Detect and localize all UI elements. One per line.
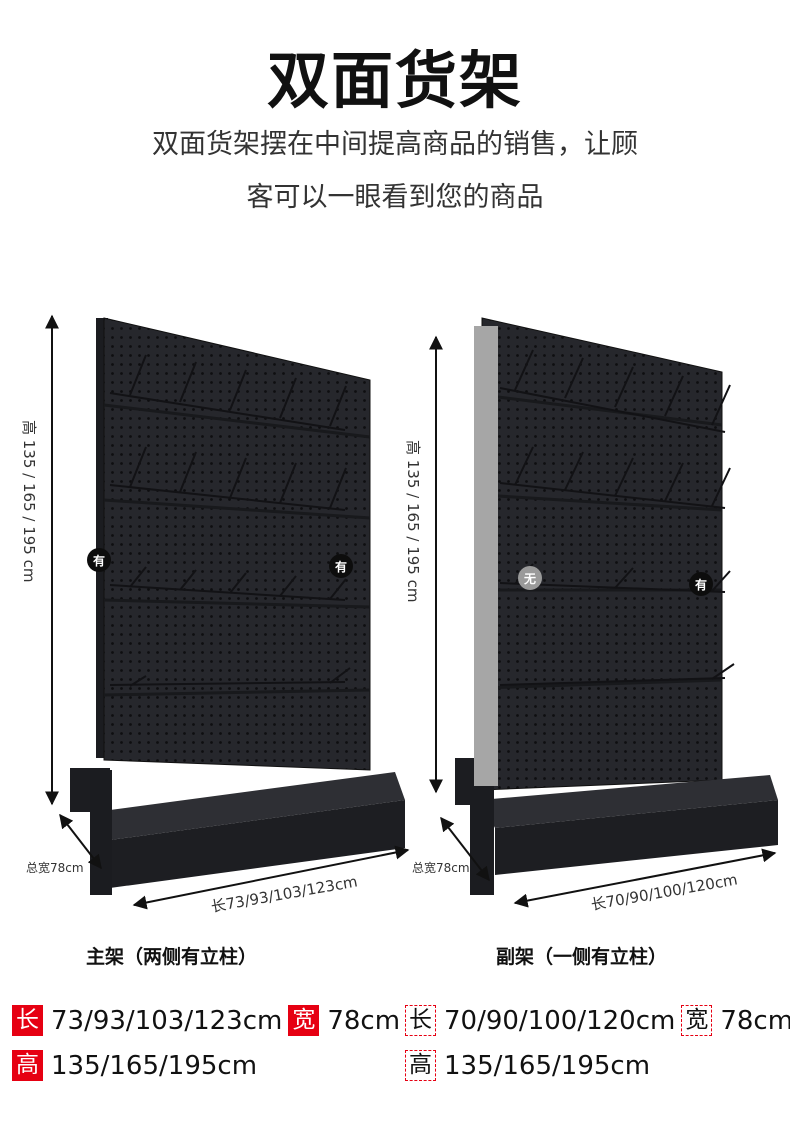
- main-width-tag: 宽: [288, 1005, 320, 1036]
- sub-pegboard: [481, 317, 723, 791]
- main-length-tag: 长: [12, 1005, 43, 1036]
- sub-hook-rail-4: [499, 663, 735, 686]
- sub-length-tag: 长: [405, 1005, 436, 1036]
- main-length-value: 73/93/103/123cm: [51, 1005, 283, 1036]
- main-spec-size-row: 长 73/93/103/123cm 宽 78cm: [12, 1005, 400, 1036]
- sub-left-post-badge: [518, 566, 542, 590]
- sub-length-arrow: [513, 848, 777, 908]
- sub-depth-label: 总宽78cm: [412, 860, 470, 875]
- sub-depth-arrow: [440, 816, 490, 882]
- sub-length-label: 长70/90/100/120cm: [590, 870, 739, 914]
- sub-spec-height-row: 高 135/165/195cm: [405, 1050, 650, 1081]
- hook-rail-3: [109, 566, 347, 601]
- main-shelf-caption: 主架（两侧有立柱）: [86, 946, 258, 968]
- main-width-value: 78cm: [327, 1005, 401, 1036]
- subtitle-line-1: 双面货架摆在中间提高商品的销售，让顾: [152, 129, 638, 160]
- hook-rail-1: [109, 354, 347, 431]
- sub-height-value: 135/165/195cm: [444, 1050, 651, 1081]
- subtitle-line-2: 客可以一眼看到您的商品: [246, 182, 544, 213]
- sub-height-label: 高 135 / 165 / 195 cm: [404, 440, 422, 602]
- sub-missing-post: [474, 326, 498, 786]
- main-depth-arrow: [59, 813, 102, 870]
- sub-width-value: 78cm: [720, 1005, 790, 1036]
- sub-right-badge-text: 有: [695, 577, 707, 592]
- sub-hook-rail-2: [499, 446, 731, 509]
- sub-right-post-badge: [689, 572, 713, 596]
- main-right-post-badge: [329, 554, 353, 578]
- sub-height-tag: 高: [405, 1050, 436, 1081]
- hook-rail-2: [109, 446, 347, 511]
- base-top: [95, 772, 405, 840]
- main-spec-height-row: 高 135/165/195cm: [12, 1050, 257, 1081]
- main-height-tag: 高: [12, 1050, 43, 1081]
- hook-rail-4: [109, 667, 351, 687]
- main-length-label: 长73/93/103/123cm: [210, 872, 359, 916]
- sub-width-tag: 宽: [681, 1005, 713, 1036]
- sub-hook-rail-1: [499, 349, 731, 433]
- main-length-arrow: [132, 845, 410, 910]
- main-height-value: 135/165/195cm: [51, 1050, 258, 1081]
- main-right-badge-text: 有: [335, 559, 347, 574]
- page-title: 双面货架: [266, 44, 523, 117]
- main-left-badge-text: 有: [93, 553, 105, 568]
- sub-shelf-caption: 副架（一侧有立柱）: [496, 946, 668, 968]
- sub-spec-size-row: 长 70/90/100/120cm 宽 78cm: [405, 1005, 790, 1036]
- main-height-label: 高 135 / 165 / 195 cm: [20, 420, 38, 582]
- sub-left-badge-text: 无: [523, 572, 536, 586]
- sub-base-top: [480, 775, 778, 828]
- main-left-post-badge: [87, 548, 111, 572]
- main-depth-label: 总宽78cm: [26, 860, 84, 875]
- main-shelf: [70, 317, 405, 895]
- sub-length-value: 70/90/100/120cm: [444, 1005, 676, 1036]
- pegboard: [103, 317, 371, 771]
- sub-shelf: [455, 317, 778, 895]
